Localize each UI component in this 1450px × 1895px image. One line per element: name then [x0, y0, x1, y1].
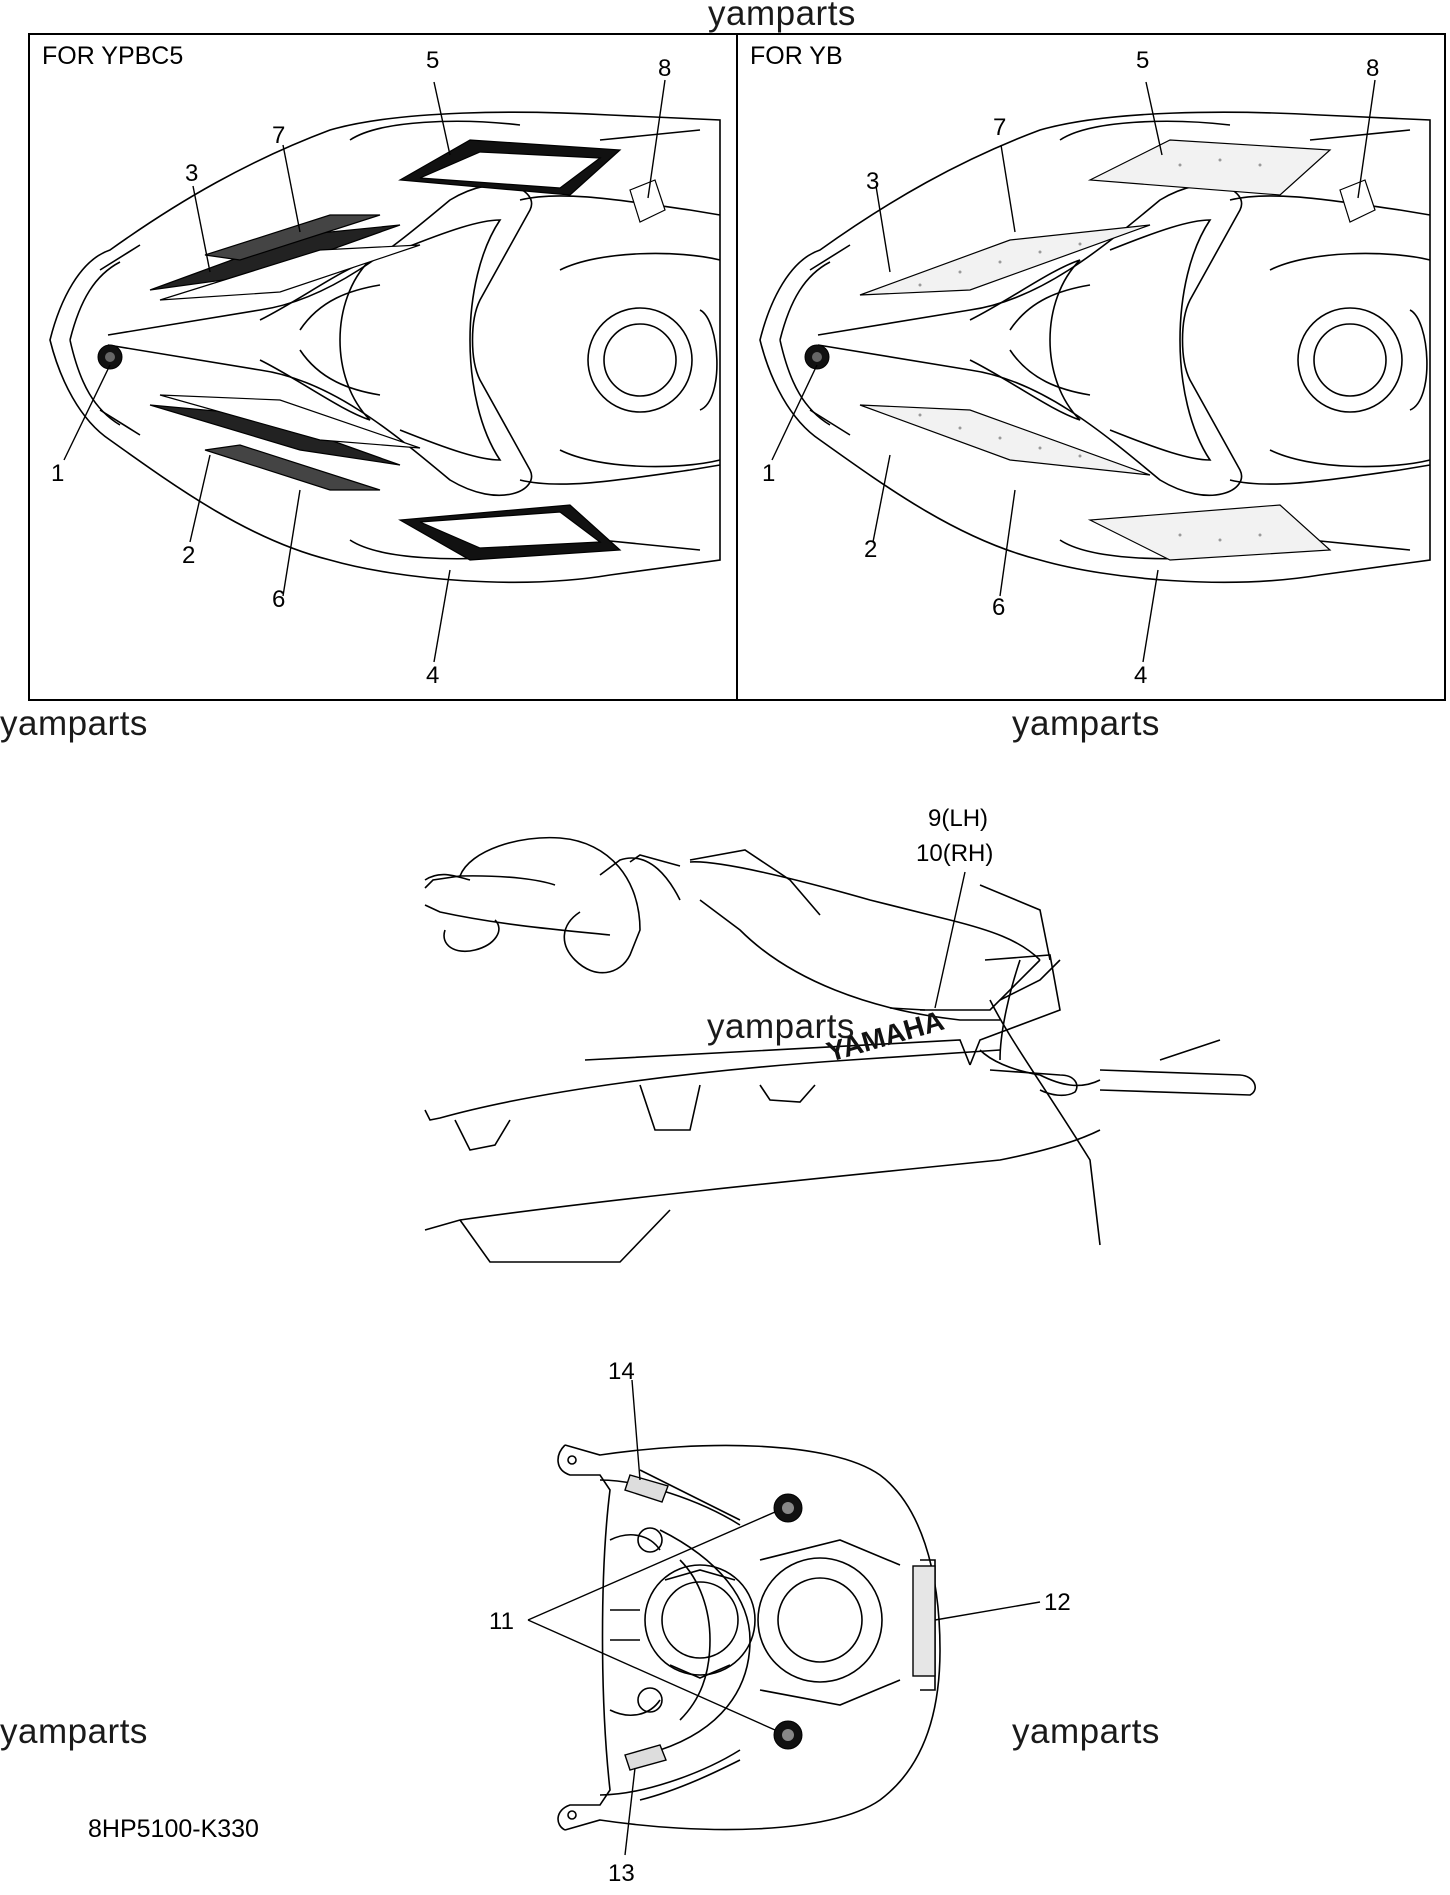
callout-8-left: 8 — [658, 55, 672, 82]
callout-9: 9(LH) — [928, 805, 989, 832]
callout-6-left: 6 — [272, 586, 286, 613]
callout-5-left: 5 — [426, 47, 440, 74]
panel-right — [736, 33, 1446, 701]
callout-3-left: 3 — [185, 160, 199, 187]
callout-6-right: 6 — [992, 594, 1006, 621]
panel-right-title: FOR YB — [750, 42, 843, 70]
watermark-left-1: yamparts — [0, 704, 148, 743]
callout-8-right: 8 — [1366, 55, 1380, 82]
callout-1-left: 1 — [51, 460, 65, 487]
diagram-code: 8HP5100-K330 — [88, 1815, 259, 1843]
callout-12: 12 — [1044, 1589, 1071, 1616]
callout-5-right: 5 — [1136, 47, 1150, 74]
callout-13: 13 — [608, 1860, 635, 1887]
callout-2-right: 2 — [864, 536, 878, 563]
callout-11: 11 — [489, 1608, 514, 1635]
callout-2-left: 2 — [182, 542, 196, 569]
watermark-right-1: yamparts — [1012, 704, 1160, 743]
callout-4-left: 4 — [426, 662, 440, 689]
callout-7-left: 7 — [272, 122, 286, 149]
callout-4-right: 4 — [1134, 662, 1148, 689]
watermark-right-2: yamparts — [1012, 1712, 1160, 1751]
watermark-middle: yamparts — [707, 1007, 855, 1046]
callout-10: 10(RH) — [916, 840, 994, 867]
panel-left-title: FOR YPBC5 — [42, 42, 184, 70]
watermark-left-2: yamparts — [0, 1712, 148, 1751]
callout-1-right: 1 — [762, 460, 776, 487]
callout-7-right: 7 — [993, 114, 1007, 141]
watermark-top: yamparts — [708, 0, 856, 33]
callout-14: 14 — [608, 1358, 635, 1385]
callout-3-right: 3 — [866, 168, 880, 195]
